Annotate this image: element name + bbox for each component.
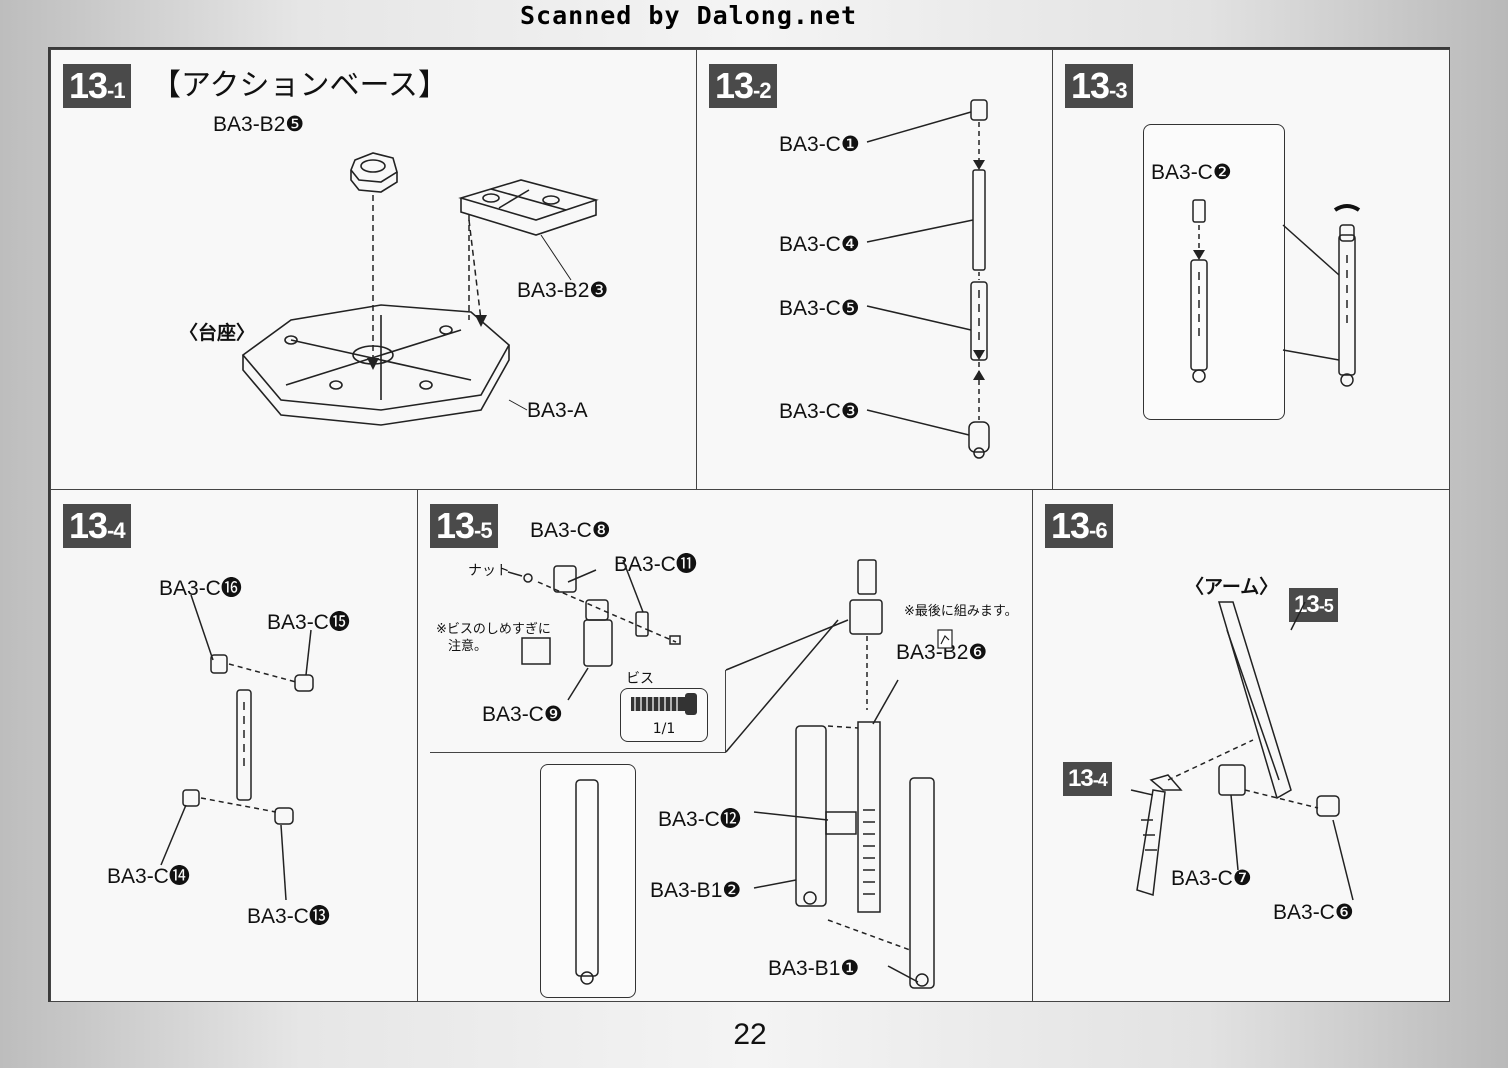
- pole-assembly-drawing: [866, 99, 990, 459]
- step-sub: -5: [474, 518, 493, 543]
- step-sub: -1: [107, 78, 126, 103]
- callout-divider: [430, 752, 726, 753]
- part-label: BA3-C⓫: [614, 553, 697, 576]
- part-label: BA3-C❷: [1151, 161, 1232, 184]
- step-13-2-panel: 13-2 BA3-C❶ BA3-C❹ BA3-C❺ BA3-C❸: [696, 49, 1053, 490]
- screw-label: ビス: [626, 671, 654, 687]
- step-sub: -6: [1089, 518, 1108, 543]
- screw-icon: [631, 693, 697, 715]
- ref-step-number: 13: [1068, 765, 1094, 792]
- arm-joint-drawing: [160, 594, 314, 901]
- base-assembly-drawing: [241, 152, 599, 426]
- part-label: BA3-C❹: [779, 233, 860, 256]
- part-label: BA3-C❶: [779, 133, 860, 156]
- part-label: BA3-C⓭: [247, 905, 330, 928]
- section-title: 【アクションベース】: [151, 68, 448, 103]
- page-number: 22: [733, 1018, 767, 1051]
- step-13-4-panel: 13-4 BA3-C⓰ BA3-C⓯ BA3-C⓮ BA3-C⓭: [50, 489, 418, 1002]
- part-label: BA3-C❺: [779, 297, 860, 320]
- step-number: 13: [436, 505, 475, 546]
- callout-divider: [725, 670, 726, 753]
- step-sub: -4: [107, 518, 126, 543]
- step-sub: -3: [1109, 78, 1128, 103]
- part-label: BA3-B1❶: [768, 957, 860, 980]
- step-badge: 13-3: [1065, 64, 1133, 108]
- step-badge: 13-5: [430, 504, 498, 548]
- detail-inset: [1143, 124, 1285, 420]
- part-label: BA3-B1❷: [650, 879, 742, 902]
- screw-count: 1/1: [652, 721, 676, 737]
- part-label: BA3-C❻: [1273, 901, 1354, 924]
- step-number: 13: [715, 65, 754, 106]
- assemble-last-note: ※最後に組みます。: [904, 604, 1018, 619]
- watermark: Scanned by Dalong.net: [520, 1, 858, 30]
- step-number: 13: [1071, 65, 1110, 106]
- step-13-3-panel: 13-3 BA3-C❷: [1052, 49, 1450, 490]
- arm-assembly-drawing: [1130, 601, 1354, 901]
- part-label: BA3-B2❸: [517, 279, 609, 302]
- step-number: 13: [69, 65, 108, 106]
- ref-step-number: 13: [1294, 591, 1320, 618]
- part-label: BA3-C❸: [779, 400, 860, 423]
- part-label: BA3-C❼: [1171, 867, 1252, 890]
- screw-count-box: 1/1: [620, 688, 708, 742]
- step-number: 13: [69, 505, 108, 546]
- part-label: BA3-C⓮: [107, 865, 190, 888]
- nut-label: ナット: [468, 563, 510, 579]
- part-label: BA3-C⓯: [267, 611, 350, 634]
- step-number: 13: [1051, 505, 1090, 546]
- caution-line-2: 注意。: [448, 639, 488, 654]
- rail-assembly-drawing: [507, 559, 953, 989]
- instruction-sheet: 13-1 【アクションベース】 BA3-B2❺ BA3-B2❸ BA3-A 〈台…: [48, 47, 1450, 1002]
- ref-step-badge: 13-4: [1063, 762, 1112, 796]
- part-label: BA3-C⓰: [159, 577, 242, 600]
- step-badge: 13-4: [63, 504, 131, 548]
- step-sub: -2: [753, 78, 772, 103]
- step-13-6-panel: 13-6 〈アーム〉 13-5 13-4 BA3-C❼ BA3-C❻: [1032, 489, 1450, 1002]
- step-13-1-panel: 13-1 【アクションベース】 BA3-B2❺ BA3-B2❸ BA3-A 〈台…: [50, 49, 697, 490]
- arm-label: 〈アーム〉: [1185, 576, 1279, 598]
- step-badge: 13-1: [63, 64, 131, 108]
- joint-assembly-drawing: [1190, 199, 1361, 387]
- part-label: BA3-A: [527, 399, 588, 422]
- part-label: BA3-B2❺: [213, 113, 305, 136]
- detail-inset: [540, 764, 636, 998]
- part-label: BA3-C❾: [482, 703, 563, 726]
- ref-step-sub: -5: [1318, 596, 1334, 616]
- caution-line-1: ※ビスのしめすぎに: [436, 622, 551, 637]
- base-label: 〈台座〉: [179, 322, 256, 344]
- part-label: BA3-C⓬: [658, 808, 741, 831]
- step-badge: 13-2: [709, 64, 777, 108]
- ref-step-sub: -4: [1092, 770, 1108, 790]
- part-label: BA3-C❽: [530, 519, 611, 542]
- part-label: BA3-B2❻: [896, 641, 988, 664]
- step-badge: 13-6: [1045, 504, 1113, 548]
- step-13-5-panel: 13-5 BA3-C❽ BA3-C⓫ BA3-C❾ BA3-B2❻ BA3-C⓬…: [417, 489, 1033, 1002]
